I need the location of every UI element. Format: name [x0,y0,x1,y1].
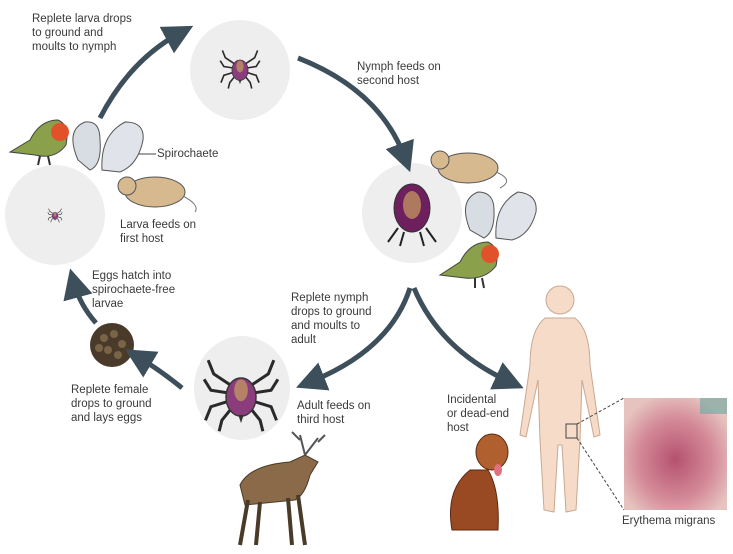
dog-icon [449,433,509,531]
label-line: drops to ground [291,306,372,318]
squirrel-icon-left [72,121,144,173]
label-nymph-moult: Replete nymph drops to ground and moults… [291,291,372,347]
label-incidental-host: Incidental or dead-end host [447,393,509,435]
arrow-larva-to-nymph [97,25,194,120]
mouse-icon-left [117,176,197,213]
label-line: and lays eggs [71,412,142,424]
label-line: larvae [92,298,124,310]
label-line: Replete female [71,384,149,396]
label-line: Incidental [447,394,497,406]
label-line: spirochaete-free [92,284,176,296]
robin-icon-left [8,119,69,166]
label-larva-feeds: Larva feeds on first host [120,218,196,246]
label-larva-moult: Replete larva drops to ground and moults… [32,12,132,54]
label-female-lays: Replete female drops to ground and lays … [71,383,152,425]
human-figure-icon [519,285,601,513]
label-line: Nymph feeds on [357,61,441,73]
label-line: moults to nymph [32,41,117,53]
arrow-nymph-to-adult [296,287,413,391]
label-line: third host [297,414,345,426]
label-line: Eggs hatch into [92,270,172,282]
label-line: first host [120,233,164,245]
label-line: adult [291,334,316,346]
egg-cluster-icon [90,323,134,367]
deer-icon [238,431,326,546]
mouse-icon-right [430,150,507,189]
squirrel-icon-right [465,191,537,241]
arrow-eggs-hatch [63,268,98,325]
label-eggs-hatch: Eggs hatch into spirochaete-free larvae [92,269,175,311]
cycle-arrows [63,25,524,391]
label-nymph-feeds: Nymph feeds on second host [357,60,441,88]
zoom-lines [576,397,625,511]
label-line: second host [357,75,420,87]
label-line: host [447,422,469,434]
arrow-female-lays-eggs [125,349,184,390]
label-adult-feeds: Adult feeds on third host [297,399,371,427]
arrow-nymph-feeds [297,55,414,173]
label-line: and moults to [291,320,361,332]
erythema-migrans-photo [624,398,727,510]
label-line: or dead-end [447,408,510,420]
arrow-incidental-host [411,287,524,390]
label-line: Replete nymph [291,292,369,304]
robin-icon-right [438,241,499,289]
label-line: Replete larva drops [32,13,132,25]
label-erythema-migrans: Erythema migrans [622,515,716,527]
label-line: to ground and [32,27,103,39]
label-line: drops to ground [71,398,152,410]
engorged-nymph-tick-icon [387,183,437,247]
label-line: Adult feeds on [297,400,371,412]
label-line: Larva feeds on [120,219,197,231]
label-spirochaete: Spirochaete [157,148,219,160]
